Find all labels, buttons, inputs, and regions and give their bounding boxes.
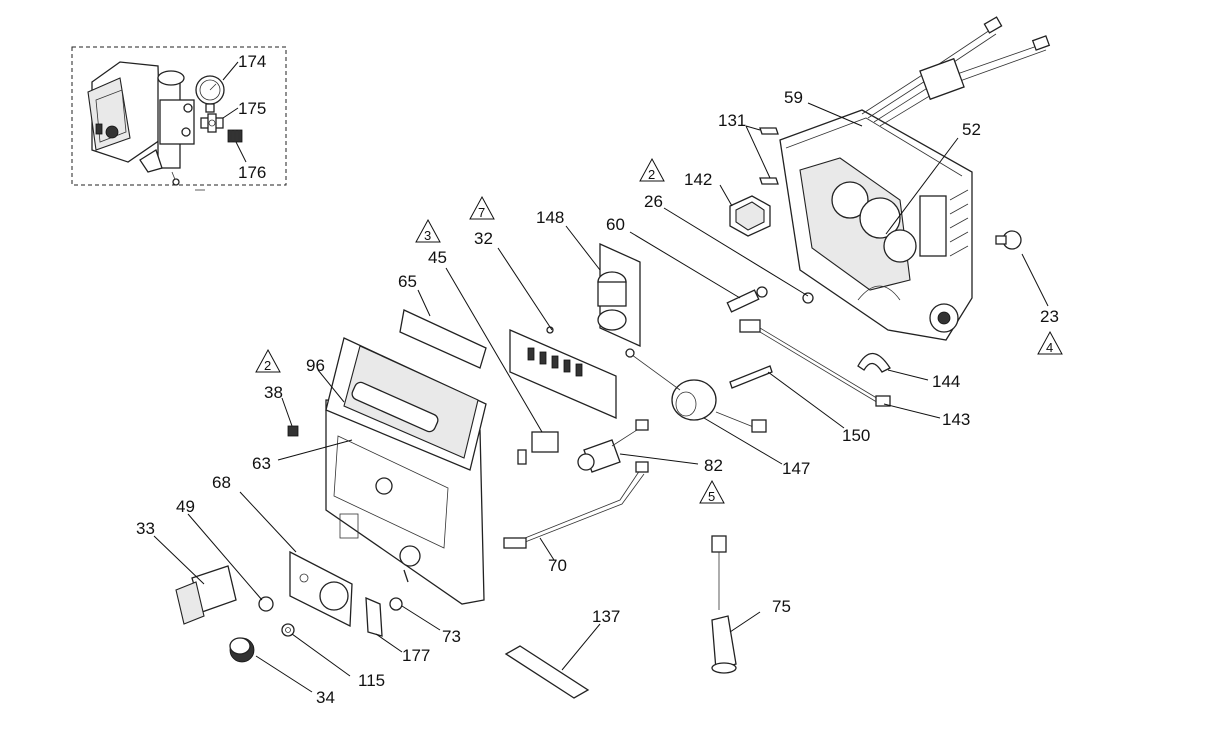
callout-174: 174 [238,52,266,71]
washer-part [281,623,295,637]
transducer-part [503,461,649,549]
relay-part [729,195,771,237]
warning-flag-number: 2 [648,167,655,182]
filter-board-part [597,242,641,348]
warning-flag-number: 7 [478,205,485,220]
callout-96: 96 [306,356,325,375]
callout-115: 115 [358,671,385,690]
leader-lines [153,102,1049,693]
callout-63: 63 [252,454,271,473]
callout-23: 23 [1040,307,1059,326]
wire-harness-part [861,16,1051,127]
warning-flag: 3 [415,218,441,243]
inset-detail: 174 175 176 [71,46,287,191]
switch-nut-part [258,596,274,612]
rocker-switch-part [175,565,237,625]
tee-fitting-part [200,113,224,133]
inset-assembly-drawing [87,61,205,191]
callout-60: 60 [606,215,625,234]
pin-part [729,365,773,389]
callout-45: 45 [428,248,447,267]
callout-52: 52 [962,120,981,139]
warning-flag: 5 [699,479,725,504]
warning-flag-number: 5 [708,489,715,504]
nipple-fitting-part [227,129,243,143]
callout-131: 131 [718,111,746,130]
callout-75: 75 [772,597,791,616]
callout-147: 147 [782,459,810,478]
warning-flag-number: 3 [424,228,431,243]
callout-150: 150 [842,426,870,445]
inset-frame [71,46,287,186]
nut-part [389,597,403,611]
callout-175: 175 [238,99,266,118]
fuse-part [726,286,814,313]
callout-142: 142 [684,170,712,189]
power-cord-part [711,535,737,674]
potentiometer-part [577,419,649,473]
warning-flag-number: 4 [1046,340,1053,355]
strain-relief-part [504,645,590,699]
callout-144: 144 [932,372,960,391]
warning-flag: 2 [255,348,281,373]
callout-143: 143 [942,410,970,429]
callout-68: 68 [212,473,231,492]
label-part [399,309,487,369]
callout-176: 176 [238,163,266,182]
warning-flag: 4 [1037,330,1063,355]
callout-177: 177 [402,646,430,665]
warning-flag-number: 2 [264,358,271,373]
callout-labels: 59 131 52 142 26 60 148 32 45 65 96 38 6… [136,88,1059,707]
toggle-switch-part [517,431,559,465]
callout-65: 65 [398,272,417,291]
callout-59: 59 [784,88,803,107]
panel-screw-part [287,425,299,437]
callout-32: 32 [474,229,493,248]
control-knob-part [229,637,255,663]
warning-flag: 2 [639,157,665,182]
callout-148: 148 [536,208,564,227]
bracket-part [365,596,383,637]
control-housing-part [779,109,973,341]
callout-73: 73 [442,627,461,646]
cover-plate-part [289,550,353,628]
callout-38: 38 [264,383,283,402]
callout-70: 70 [548,556,567,575]
wire-lead-part [739,319,891,407]
display-board-part [509,326,617,419]
control-panel-part [325,337,487,605]
callout-82: 82 [704,456,723,475]
u-tube-part [857,352,891,373]
callout-33: 33 [136,519,155,538]
warning-flag: 7 [469,195,495,220]
screw-part [995,230,1022,250]
callout-26: 26 [644,192,663,211]
wire-clip-part [759,127,779,185]
pressure-knob-part [625,348,767,433]
callout-49: 49 [176,497,195,516]
callout-34: 34 [316,688,335,707]
callout-137: 137 [592,607,620,626]
gauge-part [195,75,225,113]
